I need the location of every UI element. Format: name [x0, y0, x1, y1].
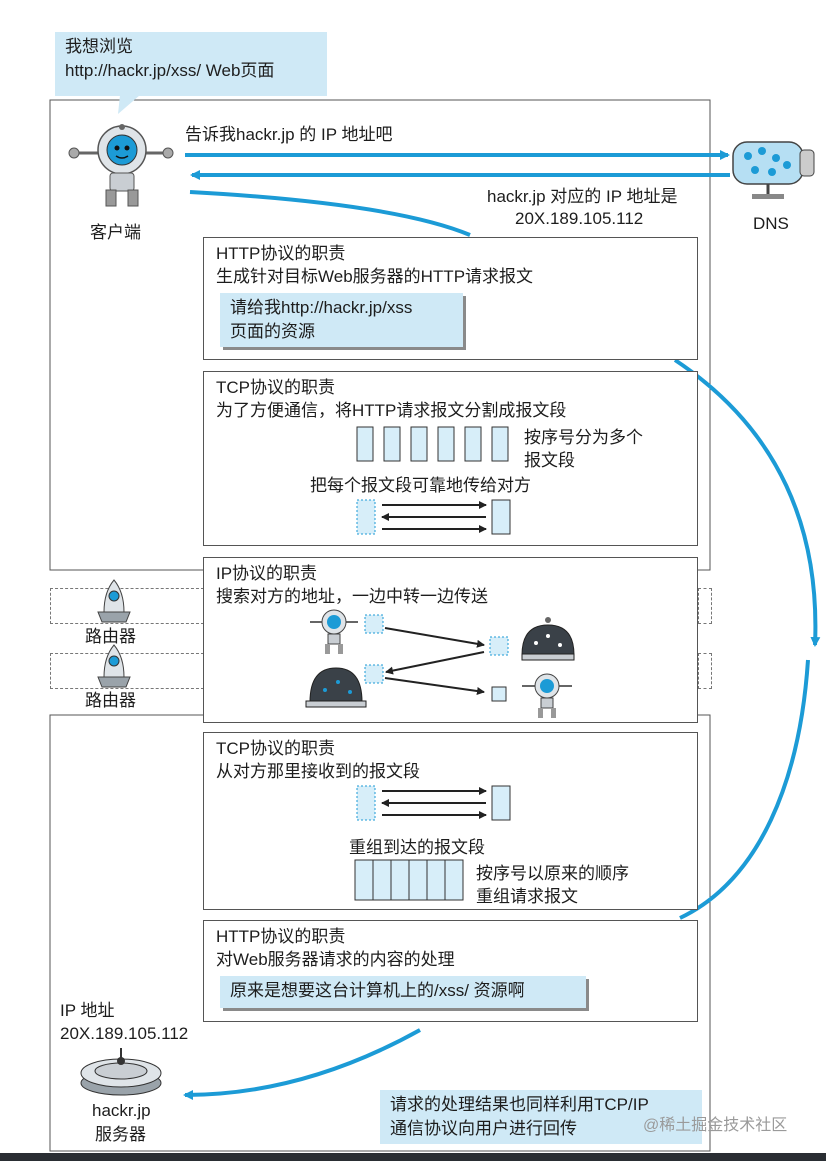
- tcp-send-title: TCP协议的职责: [216, 378, 335, 397]
- request-bubble-line2: http://hackr.jp/xss/ Web页面: [65, 61, 275, 80]
- http-send-note: 请给我http://hackr.jp/xss 页面的资源: [220, 293, 463, 347]
- http-send-desc: 生成针对目标Web服务器的HTTP请求报文: [216, 267, 534, 286]
- tcp-order-line1: 按序号以原来的顺序: [476, 864, 629, 883]
- http-recv-title: HTTP协议的职责: [216, 927, 346, 946]
- request-bubble-line1: 我想浏览: [65, 37, 133, 56]
- tcp-send-desc: 为了方便通信，将HTTP请求报文分割成报文段: [216, 401, 567, 420]
- server-label-line1: hackr.jp: [92, 1101, 151, 1120]
- tcp-split-line2: 报文段: [524, 451, 575, 470]
- http-send-note-line2: 页面的资源: [230, 322, 315, 341]
- flow-arc-return: [183, 1028, 421, 1100]
- server-ip-line1: IP 地址: [60, 1001, 115, 1020]
- ip-box: IP协议的职责 搜索对方的地址，一边中转一边传送: [203, 557, 698, 723]
- http-recv-desc: 对Web服务器请求的内容的处理: [216, 950, 455, 969]
- router-lane-1: [50, 588, 204, 624]
- tcp-order-line2: 重组请求报文: [476, 887, 578, 906]
- tcp-recv-title: TCP协议的职责: [216, 739, 335, 758]
- tcp-send-box: TCP协议的职责 为了方便通信，将HTTP请求报文分割成报文段 按序号分为多个 …: [203, 371, 698, 546]
- tcp-recv-desc: 从对方那里接收到的报文段: [216, 762, 420, 781]
- server-label-line2: 服务器: [95, 1125, 146, 1144]
- request-bubble: 我想浏览 http://hackr.jp/xss/ Web页面: [55, 32, 327, 96]
- result-note-line1: 请求的处理结果也同样利用TCP/IP: [390, 1095, 649, 1114]
- tcp-reassemble-text: 重组到达的报文段: [349, 838, 485, 857]
- router-label-2: 路由器: [85, 691, 136, 710]
- bottom-bar: [0, 1153, 826, 1161]
- flow-arc-down: [673, 358, 821, 647]
- tcp-recv-box: TCP协议的职责 从对方那里接收到的报文段 重组到达的报文段 按序号以原来的顺序…: [203, 732, 698, 910]
- dns-reply-line2: 20X.189.105.112: [515, 209, 644, 228]
- dns-request-text: 告诉我hackr.jp 的 IP 地址吧: [185, 125, 393, 144]
- result-note: 请求的处理结果也同样利用TCP/IP 通信协议向用户进行回传: [380, 1090, 702, 1144]
- dns-label: DNS: [753, 214, 789, 233]
- server-ip-line2: 20X.189.105.112: [60, 1024, 189, 1043]
- tcp-split-line1: 按序号分为多个: [524, 428, 643, 447]
- tcp-reliable-text: 把每个报文段可靠地传给对方: [310, 476, 531, 495]
- bubble-pointer: [118, 95, 140, 114]
- router-lane-1-right: [698, 588, 712, 624]
- http-recv-note: 原来是想要这台计算机上的/xss/ 资源啊: [220, 976, 586, 1008]
- http-send-box: HTTP协议的职责 生成针对目标Web服务器的HTTP请求报文 请给我http:…: [203, 237, 698, 360]
- ip-title: IP协议的职责: [216, 564, 318, 583]
- ip-desc: 搜索对方的地址，一边中转一边传送: [216, 587, 488, 606]
- flow-arc-lower: [679, 659, 810, 920]
- client-label: 客户端: [90, 223, 141, 242]
- http-recv-box: HTTP协议的职责 对Web服务器请求的内容的处理 原来是想要这台计算机上的/x…: [203, 920, 698, 1022]
- watermark: @稀土掘金技术社区: [643, 1117, 788, 1134]
- router-lane-2: [50, 653, 204, 689]
- router-lane-2-right: [698, 653, 712, 689]
- router-label-1: 路由器: [85, 627, 136, 646]
- dns-reply-line1: hackr.jp 对应的 IP 地址是: [487, 187, 678, 206]
- http-send-note-line1: 请给我http://hackr.jp/xss: [230, 298, 413, 317]
- http-send-title: HTTP协议的职责: [216, 244, 346, 263]
- result-note-line2: 通信协议向用户进行回传: [390, 1119, 577, 1138]
- flow-arc-start: [189, 190, 471, 237]
